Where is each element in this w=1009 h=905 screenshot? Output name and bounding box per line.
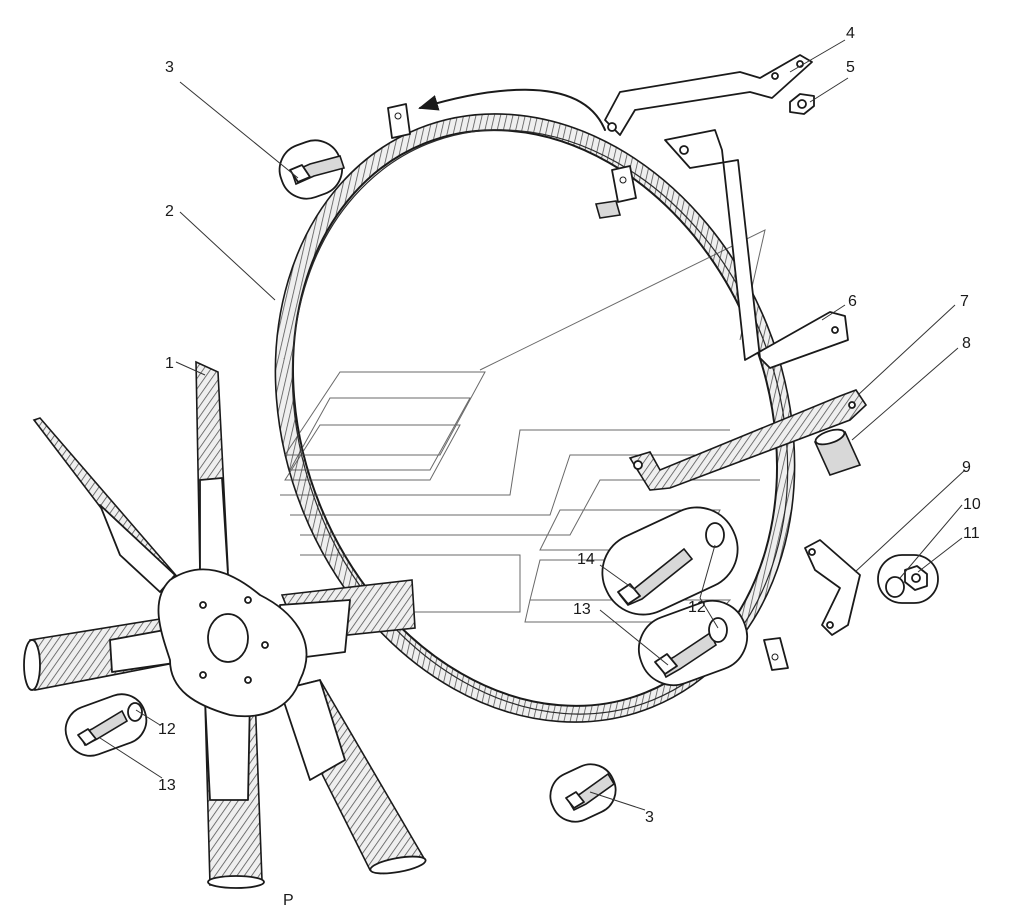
leader-lines [99, 39, 966, 811]
callout-6: 6 [848, 293, 857, 310]
ring-tab-top-right [611, 165, 637, 203]
bolt-top-left [278, 139, 346, 200]
washer-and-nut-group [877, 554, 939, 604]
ring-tab-top-left [387, 103, 411, 139]
callout-3-bottom: 3 [645, 809, 654, 826]
upper-bracket [604, 54, 813, 136]
footer-text: Р [283, 892, 294, 905]
assembly-arrow [418, 88, 606, 131]
spacer-sleeve [813, 428, 862, 476]
bolt-bottom-center [549, 763, 617, 823]
callout-9: 9 [962, 459, 971, 476]
support-strut [664, 129, 849, 369]
callout-8: 8 [962, 335, 971, 352]
callout-12-left: 12 [158, 721, 176, 738]
callout-14: 14 [577, 551, 595, 568]
cross-brace [628, 389, 868, 491]
callout-12-center: 12 [688, 599, 706, 616]
callout-10: 10 [963, 496, 981, 513]
callout-4: 4 [846, 25, 855, 42]
small-bracket [804, 539, 861, 636]
callout-2: 2 [165, 203, 174, 220]
callout-11: 11 [963, 525, 980, 542]
fan-impeller [23, 360, 427, 889]
callout-5: 5 [846, 59, 855, 76]
bolt-center-14 [601, 506, 739, 616]
callout-7: 7 [960, 293, 969, 310]
nut [789, 93, 815, 115]
callout-3-top: 3 [165, 59, 174, 76]
bolt-and-washer-lower-left [64, 693, 148, 757]
callout-1: 1 [165, 355, 174, 372]
callout-13-center: 13 [573, 601, 591, 618]
callout-13-left: 13 [158, 777, 176, 794]
callout-labels: 1 2 3 3 4 5 6 7 8 9 10 11 12 12 13 13 14… [158, 25, 981, 905]
